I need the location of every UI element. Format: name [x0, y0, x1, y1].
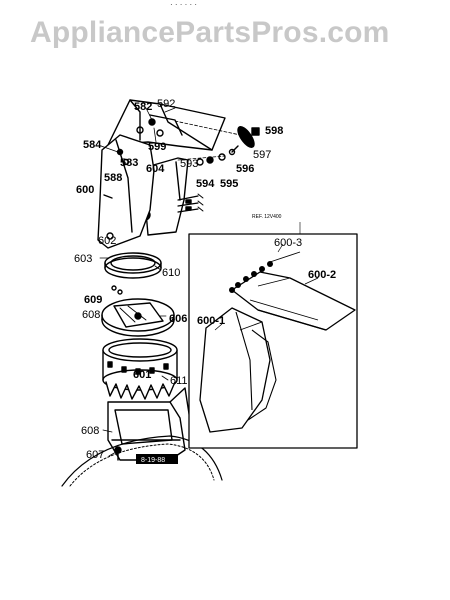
part-label-600-1: 600-1: [197, 315, 225, 327]
part-label-595: 595: [220, 178, 238, 190]
part-label-607: 607: [86, 449, 104, 461]
part-label-593: 593: [180, 158, 198, 170]
date-badge: 8-19-88: [136, 454, 178, 464]
bracket-604: [139, 157, 204, 236]
part-label-600-3: 600-3: [274, 237, 302, 249]
ring-610: [104, 252, 162, 295]
part-label-608-upper: 608: [82, 309, 100, 321]
part-label-603: 603: [74, 253, 92, 265]
part-label-611: 611: [170, 375, 188, 387]
part-label-600-2: 600-2: [308, 269, 336, 281]
base-housing: [61, 387, 223, 487]
part-label-604: 604: [146, 163, 165, 175]
part-label-596: 596: [236, 163, 254, 175]
date-badge-text: 8-19-88: [141, 457, 165, 464]
part-label-582: 582: [134, 101, 152, 113]
part-label-583: 583: [120, 157, 138, 169]
gear-ring-601: [102, 338, 178, 400]
part-label-609: 609: [84, 294, 102, 306]
part-label-610: 610: [162, 267, 180, 279]
part-label-592: 592: [157, 98, 175, 110]
knob-598: [174, 120, 255, 153]
part-label-602: 602: [98, 235, 116, 247]
cropped-header-text: · · · · · ·: [170, 0, 198, 9]
deflector-assembly: [107, 99, 226, 151]
chute-600: [97, 134, 155, 249]
part-label-584: 584: [83, 139, 102, 151]
part-label-599: 599: [148, 141, 166, 153]
part-label-597: 597: [253, 149, 271, 161]
plate-606: [101, 298, 175, 337]
fasteners-593-597: [177, 127, 260, 166]
part-label-608-lower: 608: [81, 425, 99, 437]
inset-box: REF. 12V400: [188, 214, 358, 449]
leader-lines: [99, 107, 176, 457]
watermark: AppliancePartsPros.com: [30, 16, 390, 49]
part-label-606: 606: [169, 313, 187, 325]
part-labels: 582 592 598 584 583 599 597 604 593 596 …: [74, 98, 336, 461]
part-label-588: 588: [104, 172, 122, 184]
part-label-594: 594: [196, 178, 215, 190]
part-label-598: 598: [265, 125, 283, 137]
inset-reference: REF. 12V400: [252, 214, 282, 220]
part-label-601: 601: [133, 369, 151, 381]
part-label-600: 600: [76, 184, 94, 196]
